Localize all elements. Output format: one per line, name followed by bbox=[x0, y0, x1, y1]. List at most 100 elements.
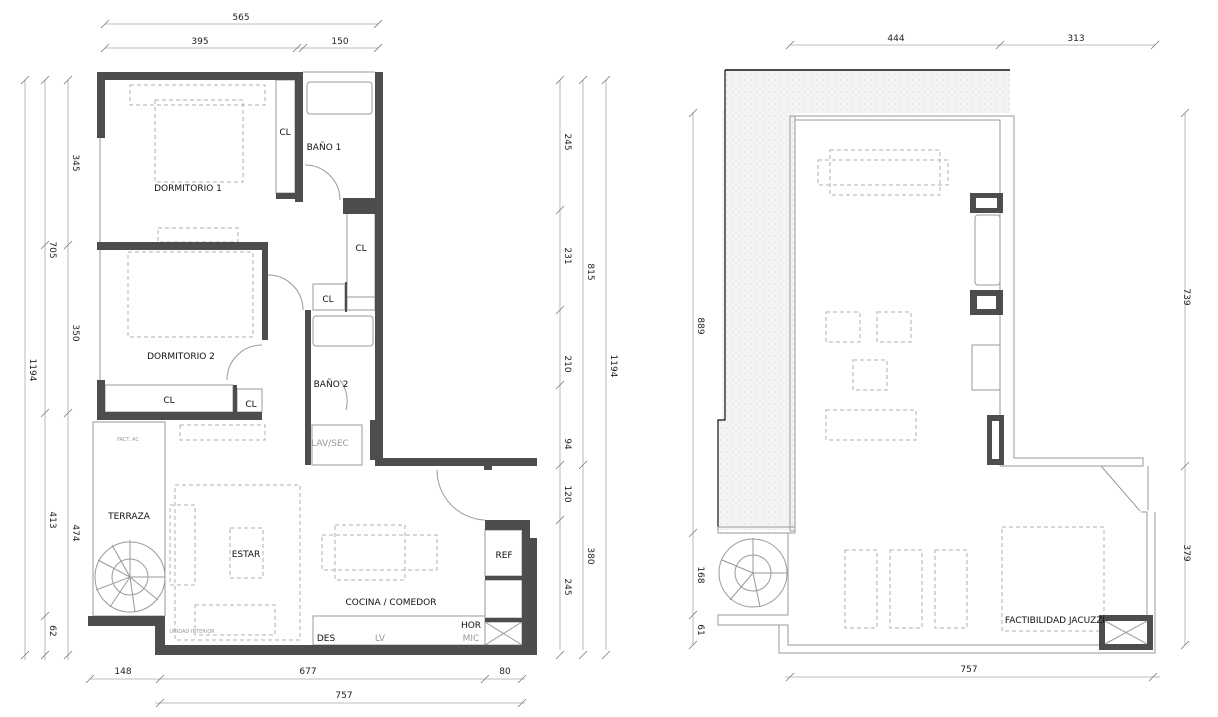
dimension-tick bbox=[373, 43, 383, 53]
room-label-closet: CL bbox=[355, 244, 366, 254]
dim-bottom-c: 80 bbox=[499, 667, 511, 677]
dimension-tick bbox=[63, 408, 73, 418]
dimension-tick bbox=[555, 380, 565, 390]
room-label-ref: REF bbox=[495, 551, 512, 561]
dim-right-a: 245 bbox=[562, 133, 572, 150]
dimension-tick bbox=[555, 515, 565, 525]
dimension-tick bbox=[100, 43, 110, 53]
dimension-tick bbox=[40, 611, 50, 621]
dimension-tick bbox=[155, 674, 165, 684]
walls bbox=[970, 193, 1153, 650]
dimension-tick bbox=[517, 674, 527, 684]
dim-bottom-b: 677 bbox=[299, 667, 316, 677]
dimension-tick bbox=[688, 108, 698, 118]
dim-top-a: 444 bbox=[887, 34, 904, 44]
dimension-tick bbox=[688, 528, 698, 538]
dimension-tick bbox=[1150, 40, 1160, 50]
dimension-tick bbox=[63, 650, 73, 660]
label-hor: HOR bbox=[461, 621, 481, 631]
terrace-hatch bbox=[718, 70, 1010, 530]
dim-left-in-a: 345 bbox=[70, 154, 80, 171]
dimension-tick bbox=[63, 240, 73, 250]
dim-right-outer: 1194 bbox=[608, 355, 618, 378]
dim-bottom-total: 757 bbox=[960, 665, 977, 675]
dim-bottom-a: 148 bbox=[114, 667, 131, 677]
label-mic: MIC bbox=[463, 634, 480, 644]
dim-left-in-d: 62 bbox=[47, 625, 57, 636]
room-label-closet: CL bbox=[322, 295, 333, 305]
dimension-tick bbox=[292, 43, 302, 53]
thin-lines bbox=[717, 115, 1156, 654]
dim-left-outer: 1194 bbox=[27, 359, 37, 382]
dimension-tick bbox=[20, 650, 30, 660]
dim-left-mid-b: 474 bbox=[70, 524, 80, 541]
dim-right-e: 120 bbox=[562, 485, 572, 502]
furniture bbox=[817, 149, 1105, 632]
dimension-tick bbox=[1180, 461, 1190, 471]
dimension-lines bbox=[692, 44, 1186, 678]
dimension-tick bbox=[555, 75, 565, 85]
dimension-tick bbox=[298, 43, 308, 53]
label-fact-ac: FACT. AC bbox=[117, 437, 139, 443]
dimension-tick bbox=[578, 460, 588, 470]
dimension-tick bbox=[1148, 672, 1158, 682]
room-label-cocina-comedor: COCINA / COMEDOR bbox=[345, 598, 436, 608]
dimension-tick bbox=[40, 75, 50, 85]
dimension-tick bbox=[155, 698, 165, 708]
dimension-tick bbox=[555, 205, 565, 215]
dim-top-b: 150 bbox=[331, 37, 348, 47]
dim-right-mid-b: 380 bbox=[585, 547, 595, 564]
label-lav-sec: LAV/SEC bbox=[311, 439, 349, 449]
dimension-tick bbox=[40, 408, 50, 418]
dim-left-a: 889 bbox=[695, 317, 705, 334]
dim-left-b: 168 bbox=[695, 566, 705, 583]
dim-right-c: 210 bbox=[562, 355, 572, 372]
dim-right-a: 739 bbox=[1181, 288, 1191, 305]
dim-left-in-c: 413 bbox=[47, 511, 57, 528]
label-unidad-interior: UNIDAD INTERIOR bbox=[169, 629, 215, 635]
floor-2-plan: FACTIBILIDAD JACUZZI 444 313 889 168 61 … bbox=[692, 34, 1191, 678]
room-label-closet: CL bbox=[279, 128, 290, 138]
dim-right-d: 94 bbox=[562, 438, 572, 450]
dimension-tick bbox=[1180, 108, 1190, 118]
room-label-estar: ESTAR bbox=[232, 550, 261, 560]
dimension-tick bbox=[373, 19, 383, 29]
dim-right-mid-a: 815 bbox=[585, 263, 595, 280]
dim-right-f: 245 bbox=[562, 578, 572, 595]
dimension-tick bbox=[555, 305, 565, 315]
dimension-tick bbox=[20, 75, 30, 85]
dimension-ticks bbox=[20, 19, 1190, 708]
dim-top-total: 565 bbox=[232, 13, 249, 23]
dimension-tick bbox=[601, 75, 611, 85]
room-label-bano-1: BAÑO 1 bbox=[307, 142, 342, 153]
room-label-bano-2: BAÑO 2 bbox=[314, 379, 349, 390]
dimension-tick bbox=[1180, 640, 1190, 650]
furniture bbox=[127, 84, 438, 641]
room-label-closet: CL bbox=[163, 396, 174, 406]
dim-right-b: 231 bbox=[562, 247, 572, 264]
label-factibilidad-jacuzzi: FACTIBILIDAD JACUZZI bbox=[1005, 616, 1105, 626]
dim-top-a: 395 bbox=[191, 37, 208, 47]
dimension-tick bbox=[480, 674, 490, 684]
label-lv: LV bbox=[375, 634, 386, 644]
dimension-tick bbox=[85, 674, 95, 684]
dimension-tick bbox=[100, 19, 110, 29]
dimension-tick bbox=[578, 650, 588, 660]
dim-left-in-b: 350 bbox=[70, 324, 80, 341]
room-label-dormitorio-1: DORMITORIO 1 bbox=[154, 184, 222, 194]
dimension-tick bbox=[555, 650, 565, 660]
room-label-dormitorio-2: DORMITORIO 2 bbox=[147, 352, 215, 362]
room-label-terraza: TERRAZA bbox=[107, 512, 151, 522]
dim-bottom-total: 757 bbox=[335, 691, 352, 701]
dimension-tick bbox=[555, 460, 565, 470]
dimension-tick bbox=[40, 240, 50, 250]
dimension-tick bbox=[578, 75, 588, 85]
room-label-closet: CL bbox=[245, 400, 256, 410]
walls bbox=[88, 72, 537, 655]
dimension-tick bbox=[785, 40, 795, 50]
dim-left-mid-a: 705 bbox=[47, 241, 57, 258]
dim-left-c: 61 bbox=[695, 624, 705, 635]
dimension-tick bbox=[688, 610, 698, 620]
dimension-tick bbox=[785, 672, 795, 682]
